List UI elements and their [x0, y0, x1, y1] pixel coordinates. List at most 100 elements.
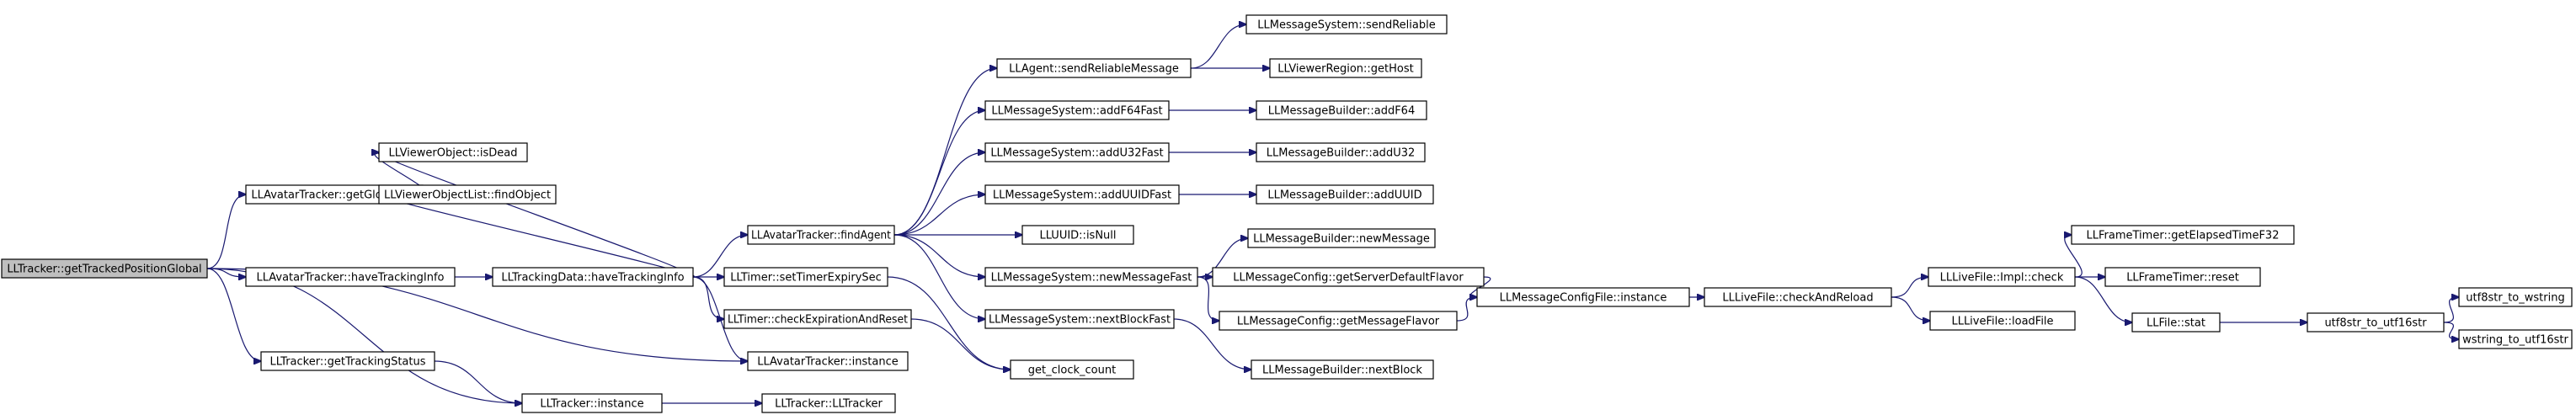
graph-edge-n32-n36 [2074, 276, 2132, 322]
node-box [1929, 311, 2076, 331]
node-label: LLUUID::isNull [1039, 230, 1116, 242]
graph-node-n34[interactable]: LLFrameTimer::getElapsedTimeF32 [2071, 225, 2295, 245]
graph-node-n10[interactable]: LLAvatarTracker::instance [747, 351, 909, 371]
graph-node-n17[interactable]: LLUUID::isNull [1021, 225, 1134, 245]
node-label: LLAvatarTracker::haveTrackingInfo [256, 272, 444, 285]
graph-node-n36[interactable]: LLFile::stat [2131, 312, 2221, 333]
graph-node-n20[interactable]: get_clock_count [1010, 359, 1134, 380]
graph-edge-n7-n16 [893, 194, 985, 236]
graph-node-n14[interactable]: LLMessageSystem::addF64Fast [984, 100, 1170, 120]
node-label: LLMessageBuilder::newMessage [1253, 233, 1430, 246]
graph-node-n4[interactable]: LLViewerObject::isDead [378, 142, 528, 162]
node-box [378, 142, 528, 162]
node-box [747, 225, 895, 245]
graph-node-n37[interactable]: utf8str_to_utf16str [2307, 312, 2445, 333]
graph-node-n39[interactable]: wstring_to_utf16str [2458, 329, 2573, 349]
node-box [1219, 311, 1458, 331]
node-label: wstring_to_utf16str [2462, 334, 2568, 347]
node-box [378, 184, 557, 205]
node-label: LLViewerRegion::getHost [1277, 63, 1413, 76]
graph-node-n32[interactable]: LLLiveFile::Impl::check [1928, 267, 2076, 287]
graph-node-n29[interactable]: LLMessageBuilder::nextBlock [1251, 359, 1434, 380]
node-label: LLFrameTimer::reset [2126, 272, 2239, 285]
node-label: LLMessageBuilder::addU32 [1267, 147, 1416, 160]
node-label: LLMessageSystem::sendReliable [1257, 19, 1435, 32]
graph-node-n9[interactable]: LLTimer::checkExpirationAndReset [723, 309, 912, 329]
graph-node-n28[interactable]: LLMessageConfig::getMessageFlavor [1219, 311, 1458, 331]
node-box [984, 309, 1175, 329]
graph-edge-n3-n11 [434, 360, 522, 403]
graph-node-n35[interactable]: LLFrameTimer::reset [2104, 267, 2261, 287]
node-box [1256, 184, 1434, 205]
node-label: utf8str_to_wstring [2466, 292, 2564, 305]
graph-node-n8[interactable]: LLTimer::setTimerExpirySec [723, 267, 888, 287]
graph-edge-n7-n15 [893, 152, 985, 236]
node-label: LLMessageConfig::getServerDefaultFlavor [1233, 272, 1464, 285]
graph-node-n7[interactable]: LLAvatarTracker::findAgent [747, 225, 895, 245]
node-box [1256, 142, 1426, 162]
node-label: LLAvatarTracker::getGlobalPos [251, 189, 418, 202]
node-label: LLMessageSystem::addU32Fast [990, 147, 1163, 160]
node-label: LLMessageSystem::addF64Fast [991, 105, 1162, 118]
node-label: LLTracker::instance [540, 398, 643, 411]
node-box [1476, 287, 1690, 307]
graph-node-n12[interactable]: LLTracker::LLTracker [761, 393, 896, 413]
graph-node-n26[interactable]: LLMessageBuilder::newMessage [1247, 228, 1436, 248]
node-label: LLAgent::sendReliableMessage [1009, 63, 1179, 76]
node-box [1021, 225, 1134, 245]
node-label: LLTimer::checkExpirationAndReset [728, 314, 908, 327]
node-box [1251, 359, 1434, 380]
node-box [984, 142, 1170, 162]
graph-node-n21[interactable]: LLMessageSystem::sendReliable [1245, 14, 1448, 35]
node-box [747, 351, 909, 371]
node-label: LLTracker::LLTracker [775, 398, 883, 411]
node-box [245, 267, 456, 287]
graph-node-n3[interactable]: LLTracker::getTrackingStatus [260, 351, 435, 371]
graph-node-n0[interactable]: LLTracker::getTrackedPositionGlobal [1, 258, 208, 279]
node-box [761, 393, 896, 413]
node-box [492, 267, 694, 287]
node-box [984, 100, 1170, 120]
graph-edge-n9-n20 [910, 318, 1011, 370]
graph-node-n30[interactable]: LLMessageConfigFile::instance [1476, 287, 1690, 307]
graph-node-n13[interactable]: LLAgent::sendReliableMessage [996, 58, 1192, 78]
node-label: LLMessageBuilder::nextBlock [1262, 364, 1422, 377]
graph-edge-n7-n18 [893, 234, 985, 277]
node-label: LLLiveFile::loadFile [1951, 316, 2053, 328]
graph-node-n5[interactable]: LLViewerObjectList::findObject [378, 184, 557, 205]
node-box [2071, 225, 2295, 245]
graph-edge-n13-n21 [1190, 24, 1246, 69]
node-box [984, 184, 1180, 205]
node-box [1256, 100, 1427, 120]
node-label: LLViewerObjectList::findObject [384, 189, 551, 202]
graph-node-n11[interactable]: LLTracker::instance [521, 393, 663, 413]
node-box [984, 267, 1198, 287]
graph-edge-n7-n19 [893, 234, 985, 319]
graph-node-n6[interactable]: LLTrackingData::haveTrackingInfo [492, 267, 694, 287]
graph-node-n16[interactable]: LLMessageSystem::addUUIDFast [984, 184, 1180, 205]
graph-edge-n6-n9 [692, 276, 724, 319]
node-label: LLTrackingData::haveTrackingInfo [501, 272, 684, 285]
node-label: LLMessageSystem::addUUIDFast [993, 189, 1171, 202]
node-box [996, 58, 1192, 78]
graph-node-n33[interactable]: LLLiveFile::loadFile [1929, 311, 2076, 331]
graph-node-n18[interactable]: LLMessageSystem::newMessageFast [984, 267, 1198, 287]
graph-node-n15[interactable]: LLMessageSystem::addU32Fast [984, 142, 1170, 162]
graph-edge-n32-n34 [2065, 235, 2083, 278]
graph-node-n22[interactable]: LLViewerRegion::getHost [1269, 58, 1422, 78]
graph-node-n23[interactable]: LLMessageBuilder::addF64 [1256, 100, 1427, 120]
graph-node-n24[interactable]: LLMessageBuilder::addU32 [1256, 142, 1426, 162]
node-label: LLFrameTimer::getElapsedTimeF32 [2087, 230, 2280, 242]
graph-node-n38[interactable]: utf8str_to_wstring [2458, 287, 2573, 307]
graph-edge-n37-n39 [2443, 322, 2459, 339]
graph-node-n19[interactable]: LLMessageSystem::nextBlockFast [984, 309, 1175, 329]
node-box [2307, 312, 2445, 333]
graph-node-n2[interactable]: LLAvatarTracker::haveTrackingInfo [245, 267, 456, 287]
node-label: LLMessageBuilder::addF64 [1268, 105, 1415, 118]
node-label: LLMessageConfig::getMessageFlavor [1237, 316, 1440, 328]
node-label: LLAvatarTracker::findAgent [751, 230, 891, 242]
graph-node-n27[interactable]: LLMessageConfig::getServerDefaultFlavor [1212, 267, 1485, 287]
node-label: LLFile::stat [2147, 317, 2205, 330]
graph-node-n31[interactable]: LLLiveFile::checkAndReload [1704, 287, 1892, 307]
graph-node-n25[interactable]: LLMessageBuilder::addUUID [1256, 184, 1434, 205]
